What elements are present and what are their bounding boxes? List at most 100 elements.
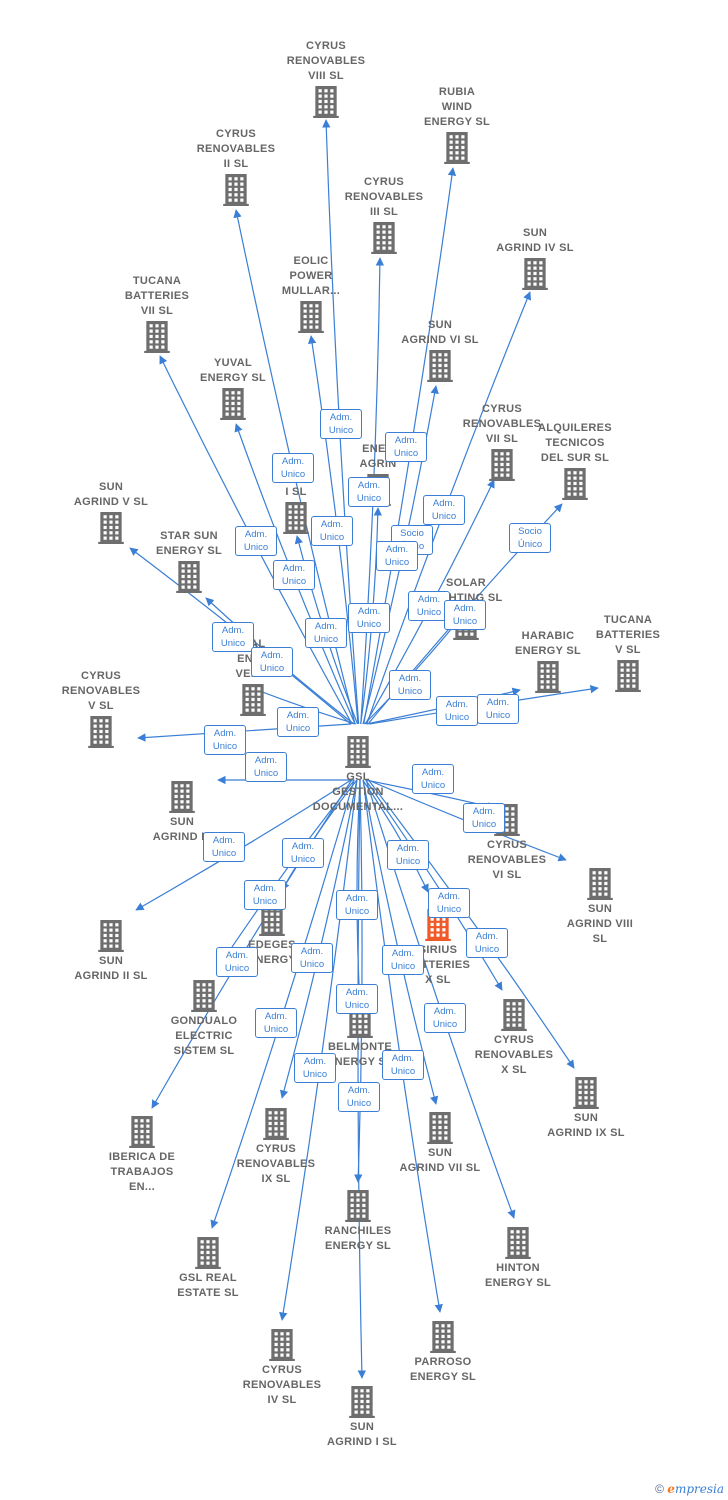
adm-unico-badge[interactable]: Adm. Unico	[204, 725, 246, 755]
company-label: CYRUS RENOVABLES III SL	[344, 176, 424, 218]
socio-unico-badge[interactable]: Socio Único	[509, 523, 551, 553]
company-label: SUN AGRIND VI SL	[401, 319, 479, 346]
adm-unico-badge[interactable]: Adm. Unico	[216, 947, 258, 977]
adm-unico-badge[interactable]: Adm. Unico	[463, 803, 505, 833]
company-label: CYRUS RENOVABLES VII SL	[462, 403, 542, 445]
company-node[interactable]: HINTON ENERGY SL	[453, 1227, 583, 1291]
company-node[interactable]: HARABIC ENERGY SL	[483, 629, 613, 693]
adm-unico-badge[interactable]: Adm. Unico	[212, 622, 254, 652]
adm-unico-badge[interactable]: Adm. Unico	[311, 516, 353, 546]
company-node[interactable]: STAR SUN ENERGY SL	[124, 529, 254, 593]
center-company-node[interactable]: GSL GESTION DOCUMENTAL...	[293, 736, 423, 815]
company-node[interactable]: PARROSO ENERGY SL	[378, 1321, 508, 1385]
adm-unico-badge[interactable]: Adm. Unico	[385, 432, 427, 462]
building-icon	[535, 661, 561, 693]
adm-unico-badge[interactable]: Adm. Unico	[412, 764, 454, 794]
company-node[interactable]: TUCANA BATTERIES V SL	[563, 613, 693, 692]
company-node[interactable]: EOLIC POWER MULLAR...	[246, 254, 376, 333]
company-node[interactable]: CYRUS RENOVABLES II SL	[171, 127, 301, 206]
company-node[interactable]: ALQUILERES TECNICOS DEL SUR SL	[510, 421, 640, 500]
company-node[interactable]: IBERICA DE TRABAJOS EN...	[77, 1116, 207, 1195]
company-label: SUN AGRIND VII SL	[399, 1147, 481, 1174]
company-label: CYRUS RENOVABLES VIII SL	[286, 40, 366, 82]
adm-unico-badge[interactable]: Adm. Unico	[382, 945, 424, 975]
adm-unico-badge[interactable]: Adm. Unico	[436, 696, 478, 726]
adm-unico-badge[interactable]: Adm. Unico	[291, 943, 333, 973]
adm-unico-badge[interactable]: Adm. Unico	[336, 890, 378, 920]
company-node[interactable]: SUN AGRIND VII SL	[375, 1112, 505, 1176]
adm-unico-badge[interactable]: Adm. Unico	[444, 600, 486, 630]
company-node[interactable]: CYRUS RENOVABLES IX SL	[211, 1108, 341, 1187]
adm-unico-badge[interactable]: Adm. Unico	[294, 1053, 336, 1083]
building-icon	[501, 999, 527, 1031]
adm-unico-badge[interactable]: Adm. Unico	[389, 670, 431, 700]
company-node[interactable]: SUN AGRIND IX SL	[521, 1077, 651, 1141]
company-node[interactable]: SUN AGRIND VIII SL	[535, 868, 665, 947]
adm-unico-badge[interactable]: Adm. Unico	[338, 1082, 380, 1112]
relation-edge	[362, 779, 439, 1105]
adm-unico-badge[interactable]: Adm. Unico	[336, 984, 378, 1014]
company-node[interactable]: YUVAL ENERGY SL	[168, 356, 298, 420]
building-icon	[313, 86, 339, 118]
relation-edge	[279, 779, 358, 1099]
adm-unico-badge[interactable]: Adm. Unico	[251, 647, 293, 677]
company-node[interactable]: CYRUS RENOVABLES VIII SL	[261, 39, 391, 118]
company-node[interactable]: CYRUS RENOVABLES V SL	[36, 669, 166, 748]
company-node[interactable]: CYRUS RENOVABLES VII SL	[437, 402, 567, 481]
company-label: ALQUILERES TECNICOS DEL SUR SL	[538, 422, 612, 464]
company-label: CYRUS RENOVABLES IX SL	[236, 1143, 316, 1185]
company-label: CYRUS RENOVABLES VI SL	[467, 839, 547, 881]
company-node[interactable]: SUN AGRIND V SL	[46, 480, 176, 544]
company-node[interactable]: EDEGES ENERGY	[207, 904, 337, 968]
company-node[interactable]: RANCHILES ENERGY SL	[293, 1190, 423, 1254]
adm-unico-badge[interactable]: Adm. Unico	[305, 618, 347, 648]
building-icon	[269, 1329, 295, 1361]
adm-unico-badge[interactable]: Adm. Unico	[244, 880, 286, 910]
building-icon	[489, 449, 515, 481]
building-icon	[129, 1116, 155, 1148]
adm-unico-badge[interactable]: Adm. Unico	[466, 928, 508, 958]
adm-unico-badge[interactable]: Adm. Unico	[424, 1003, 466, 1033]
adm-unico-badge[interactable]: Adm. Unico	[382, 1050, 424, 1080]
company-label: YUVAL ENERGY SL	[199, 357, 267, 384]
adm-unico-badge[interactable]: Adm. Unico	[277, 707, 319, 737]
building-icon	[195, 1237, 221, 1269]
adm-unico-badge[interactable]: Adm. Unico	[320, 409, 362, 439]
adm-unico-badge[interactable]: Adm. Unico	[348, 477, 390, 507]
adm-unico-badge[interactable]: Adm. Unico	[428, 888, 470, 918]
building-icon	[98, 512, 124, 544]
relation-edge	[151, 779, 353, 1109]
company-node[interactable]: CYRUS RENOVABLES X SL	[449, 999, 579, 1078]
adm-unico-badge[interactable]: Adm. Unico	[387, 840, 429, 870]
adm-unico-badge[interactable]: Adm. Unico	[348, 603, 390, 633]
adm-unico-badge[interactable]: Adm. Unico	[282, 838, 324, 868]
copyright-symbol: ©	[655, 1482, 664, 1496]
company-node[interactable]: SUN AGRIND II SL	[46, 920, 176, 984]
adm-unico-badge[interactable]: Adm. Unico	[203, 832, 245, 862]
company-node[interactable]: CYRUS RENOVABLES IV SL	[217, 1329, 347, 1408]
adm-unico-badge[interactable]: Adm. Unico	[376, 541, 418, 571]
company-node[interactable]: RUBIA WIND ENERGY SL	[392, 85, 522, 164]
building-icon	[615, 660, 641, 692]
adm-unico-badge[interactable]: Adm. Unico	[477, 694, 519, 724]
company-node[interactable]: BELMONTE ENERGY SL	[295, 1006, 425, 1070]
adm-unico-badge[interactable]: Adm. Unico	[255, 1008, 297, 1038]
company-label: HARABIC ENERGY SL	[514, 630, 582, 657]
adm-unico-badge[interactable]: Adm. Unico	[272, 453, 314, 483]
building-icon	[169, 781, 195, 813]
adm-unico-badge[interactable]: Adm. Unico	[235, 526, 277, 556]
company-node[interactable]: SUN AGRIND IV SL	[470, 226, 600, 290]
company-node[interactable]: TUCANA BATTERIES VII SL	[92, 274, 222, 353]
adm-unico-badge[interactable]: Adm. Unico	[423, 495, 465, 525]
company-node[interactable]: SUN AGRIND VI SL	[375, 318, 505, 382]
company-node[interactable]: CYRUS RENOVABLES III SL	[319, 175, 449, 254]
adm-unico-badge[interactable]: Adm. Unico	[273, 560, 315, 590]
empresia-logo[interactable]: empresia	[667, 1482, 724, 1496]
adm-unico-badge[interactable]: Adm. Unico	[245, 752, 287, 782]
relation-edge	[365, 779, 516, 1219]
company-label: SUN AGRIND VIII SL	[566, 903, 634, 945]
company-node[interactable]: GONDUALO ELECTRIC SISTEM SL	[139, 980, 269, 1059]
relation-edge	[368, 779, 575, 1069]
company-node[interactable]: GSL REAL ESTATE SL	[143, 1237, 273, 1301]
company-node[interactable]: SUN AGRIND I SL	[297, 1386, 427, 1450]
